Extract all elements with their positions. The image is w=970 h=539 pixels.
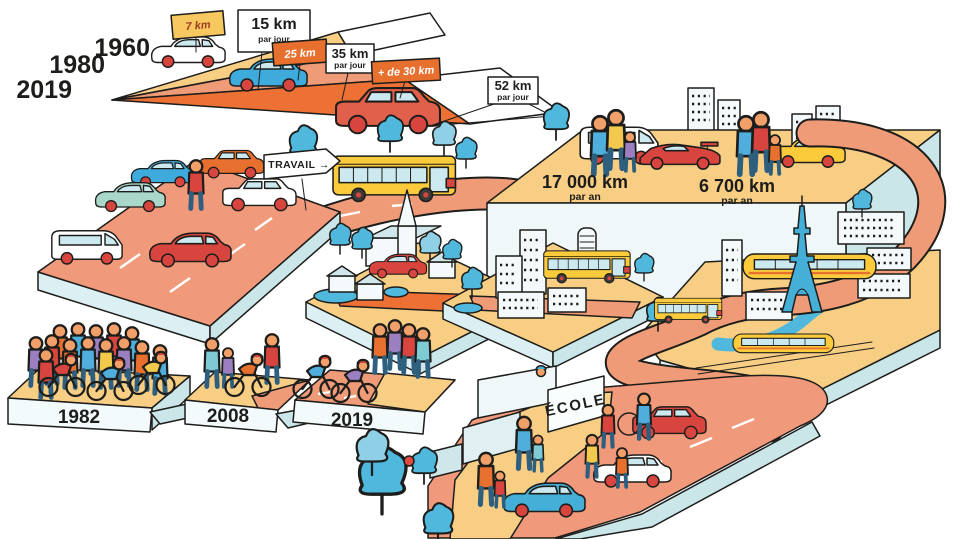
sign-52km-label: 52 km <box>495 78 532 93</box>
pedestrian <box>373 324 388 372</box>
pond <box>453 302 483 314</box>
pond <box>383 286 409 298</box>
sign-plus30km: + de 30 km <box>370 57 442 85</box>
jam-car-teal-icon <box>94 182 166 213</box>
year-label-1960: 1960 <box>94 34 150 62</box>
bottom-timeline: 1982 2008 <box>7 320 456 435</box>
village-house-icon <box>326 265 358 293</box>
tree-icon <box>455 136 478 169</box>
sign-plus30km-label: + de 30 km <box>377 64 434 79</box>
cap-icon <box>535 365 547 370</box>
ecole-sign: ÉCOLE <box>544 375 607 433</box>
school-trees <box>355 428 455 539</box>
sign-35km-sub: par jour <box>334 60 366 70</box>
year-label-2008: 2008 <box>207 406 249 427</box>
school-people <box>478 394 651 509</box>
paris-buildings <box>721 211 912 321</box>
annual-km-car-unit: par an <box>569 191 601 203</box>
sign-15km: 15 km par jour <box>237 9 311 53</box>
sign-15km-sub: par jour <box>258 34 290 44</box>
sign-15km-pole <box>257 51 263 91</box>
ball-icon <box>403 455 415 467</box>
sign-30km-pole <box>399 80 406 99</box>
sign-25km-pole <box>297 63 301 81</box>
sign-52km: 52 km par jour <box>487 76 539 105</box>
city-bus-icon <box>332 155 457 203</box>
pedestrian <box>265 334 280 382</box>
annual-km-car-value: 17 000 km <box>542 172 628 192</box>
small-bus-icon <box>654 297 723 324</box>
platform-2008: 2008 <box>184 334 311 433</box>
town-bus-icon <box>543 250 631 284</box>
bike-lane-dashes <box>317 390 357 400</box>
school-walls <box>429 365 557 479</box>
annual-km-transit-unit: par an <box>721 195 753 207</box>
traffic-jam-platform: TRAVAIL → <box>37 148 341 345</box>
year-label-1980: 1980 <box>49 51 105 79</box>
tram-lower-icon <box>732 333 835 354</box>
sign-25km: 25 km <box>271 38 329 67</box>
tree-icon <box>431 120 457 156</box>
town-buildings <box>495 227 597 319</box>
lane-dashes <box>119 217 273 293</box>
platform-2019: 2019 <box>292 320 456 435</box>
school-zone: ÉCOLE <box>355 365 829 539</box>
car-1960-icon <box>150 36 226 68</box>
sign-25km-label: 25 km <box>283 47 316 61</box>
sign-35km-pole <box>341 72 349 101</box>
sign-7km: 7 km <box>170 10 226 40</box>
travail-sign-label: TRAVAIL → <box>268 159 330 171</box>
sign-35km-label: 35 km <box>332 46 369 61</box>
year-label-2019: 2019 <box>16 76 72 104</box>
sign-7km-label: 7 km <box>185 19 211 33</box>
annual-km-transit-value: 6 700 km <box>699 176 775 196</box>
sign-52km-sub: par jour <box>497 92 529 102</box>
jam-car-orange-icon <box>199 149 265 179</box>
crowd-1982 <box>29 323 176 402</box>
year-label-1982: 1982 <box>58 407 100 428</box>
skyline-buildings <box>687 87 741 133</box>
year-label-2019b: 2019 <box>331 410 373 431</box>
top-era-roads: 1960 1980 2019 7 km 15 km par jour 25 km… <box>16 9 561 135</box>
sign-35km: 35 km par jour <box>325 43 375 74</box>
tram-tracks <box>695 341 875 375</box>
eiffel-tower-icon <box>781 195 823 313</box>
sign-15km-label: 15 km <box>251 16 296 33</box>
jam-minivan-icon <box>51 230 123 265</box>
travail-sign: TRAVAIL → <box>263 148 341 180</box>
travail-sign-pole <box>301 178 307 211</box>
